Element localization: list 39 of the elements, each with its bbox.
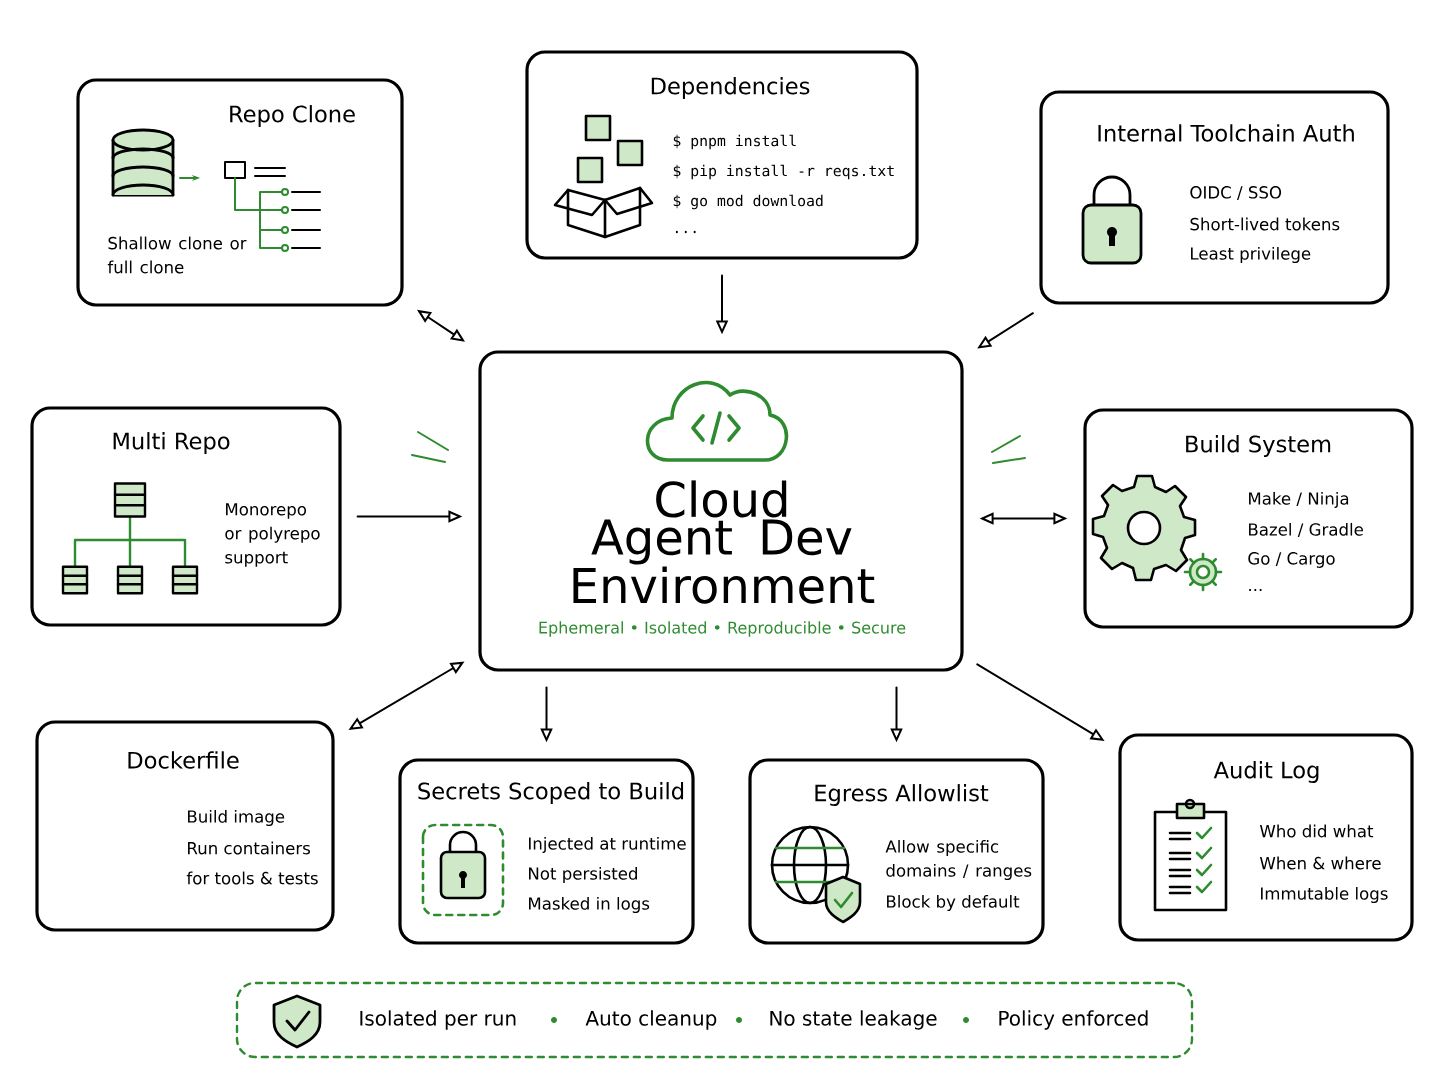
body-text: Who did what bbox=[1259, 824, 1374, 838]
body-text: When & where bbox=[1259, 856, 1381, 870]
body-text: Immutable logs bbox=[1261, 886, 1388, 904]
body-text: Monorepo or polyrepo support bbox=[225, 503, 320, 567]
card-title: Repo Clone bbox=[230, 105, 355, 127]
card-title: Egress Allowlist bbox=[815, 784, 989, 806]
command-line: $ pnpm install bbox=[673, 134, 796, 150]
policy-text: Policy enforced bbox=[999, 1010, 1148, 1030]
body-text: Masked in logs bbox=[529, 896, 650, 914]
policy-text: Isolated per run bbox=[360, 1010, 516, 1030]
body-text: Least privilege bbox=[1191, 246, 1311, 264]
card-title: Dockerfile bbox=[128, 751, 239, 769]
card-title: Internal Toolchain Auth bbox=[1098, 124, 1354, 142]
command-line: ... bbox=[675, 230, 696, 234]
body-text: Shallow clone or full clone bbox=[107, 236, 247, 274]
policy-text: Auto cleanup bbox=[585, 1010, 717, 1030]
policy-text: No state leakage bbox=[770, 1010, 937, 1030]
body-text: Block by default bbox=[887, 894, 1020, 912]
tagline: Ephemeral • Isolated • Reproducible • Secure bbox=[539, 621, 906, 637]
body-text: Run containers bbox=[188, 841, 310, 855]
body-text: OIDC / SSO bbox=[1190, 186, 1282, 200]
command-line: $ go mod download bbox=[673, 194, 823, 210]
card-title: Multi Repo bbox=[113, 432, 230, 454]
command-line: $ pip install -r reqs.txt bbox=[673, 164, 894, 180]
body-text: Bazel / Gradle bbox=[1249, 522, 1363, 538]
body-text: ... bbox=[1249, 588, 1262, 592]
card-title: Build System bbox=[1186, 435, 1331, 457]
body-text: Go / Cargo bbox=[1248, 552, 1335, 568]
body-text: Make / Ninja bbox=[1249, 491, 1349, 509]
body-text: Injected at runtime bbox=[529, 836, 686, 854]
body-text: Build image bbox=[188, 809, 285, 827]
card-title: Dependencies bbox=[651, 77, 810, 99]
body-text: Allow specific domains / ranges bbox=[885, 839, 1032, 881]
body-text: Short-lived tokens bbox=[1190, 217, 1340, 231]
card-title: Secrets Scoped to Build bbox=[418, 782, 684, 804]
body-text: Not persisted bbox=[529, 866, 637, 884]
card-title: Audit Log bbox=[1213, 761, 1319, 783]
body-text: for tools & tests bbox=[186, 871, 318, 885]
main-title: Cloud Agent Dev Environment bbox=[573, 480, 875, 604]
